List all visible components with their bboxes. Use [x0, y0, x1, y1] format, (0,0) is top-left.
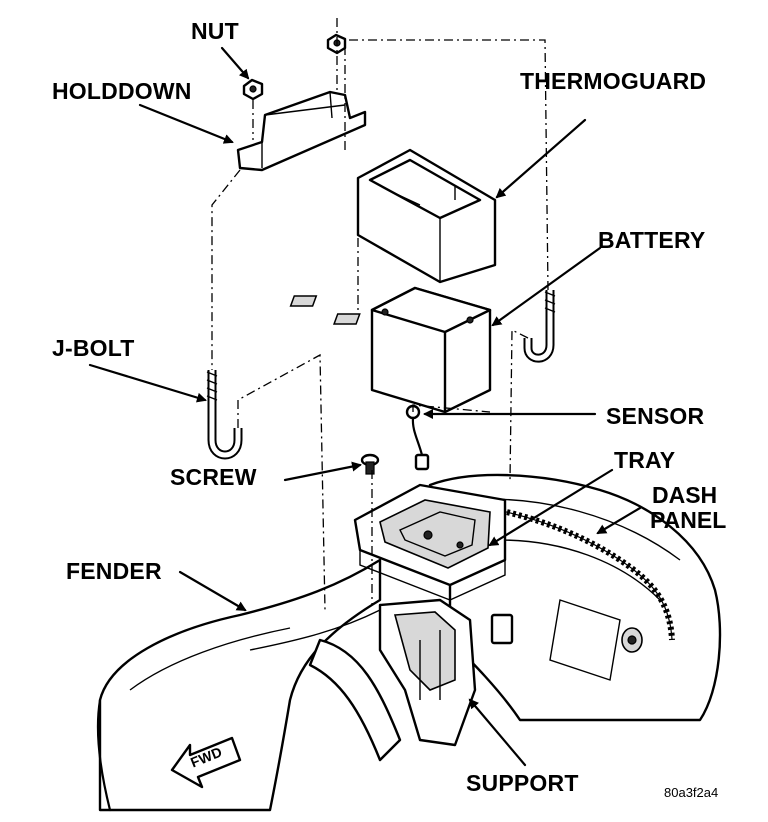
label-fender: FENDER — [66, 558, 162, 584]
label-battery: BATTERY — [598, 227, 706, 253]
label-dash-panel-line1: DASH — [652, 482, 718, 508]
label-tray: TRAY — [614, 447, 676, 473]
tray-drawing — [353, 483, 507, 601]
leader-arrows — [88, 46, 642, 767]
label-sensor: SENSOR — [606, 403, 705, 429]
label-dash-panel-line2: PANEL — [650, 507, 727, 534]
label-nut: NUT — [191, 18, 239, 44]
fender-drawing — [96, 558, 382, 812]
fwd-arrow-icon — [170, 736, 242, 789]
holddown-drawing — [236, 90, 367, 172]
label-screw: SCREW — [170, 464, 257, 490]
assembly-dashed-lines — [211, 18, 549, 611]
label-thermoguard: THERMOGUARD — [520, 68, 707, 94]
figure-code: 80a3f2a4 — [664, 785, 719, 800]
sensor-drawing — [405, 404, 430, 471]
j-bolt-drawing — [206, 290, 556, 460]
label-j-bolt: J-BOLT — [52, 335, 135, 361]
nut-drawing — [242, 33, 347, 101]
screw-drawing — [360, 453, 380, 475]
thermoguard-drawing — [356, 148, 497, 284]
support-drawing — [308, 598, 514, 762]
label-dash-panel: DASH PANEL — [650, 482, 727, 534]
label-holddown: HOLDDOWN — [52, 78, 192, 104]
label-support: SUPPORT — [466, 770, 579, 796]
battery-drawing — [289, 286, 492, 414]
